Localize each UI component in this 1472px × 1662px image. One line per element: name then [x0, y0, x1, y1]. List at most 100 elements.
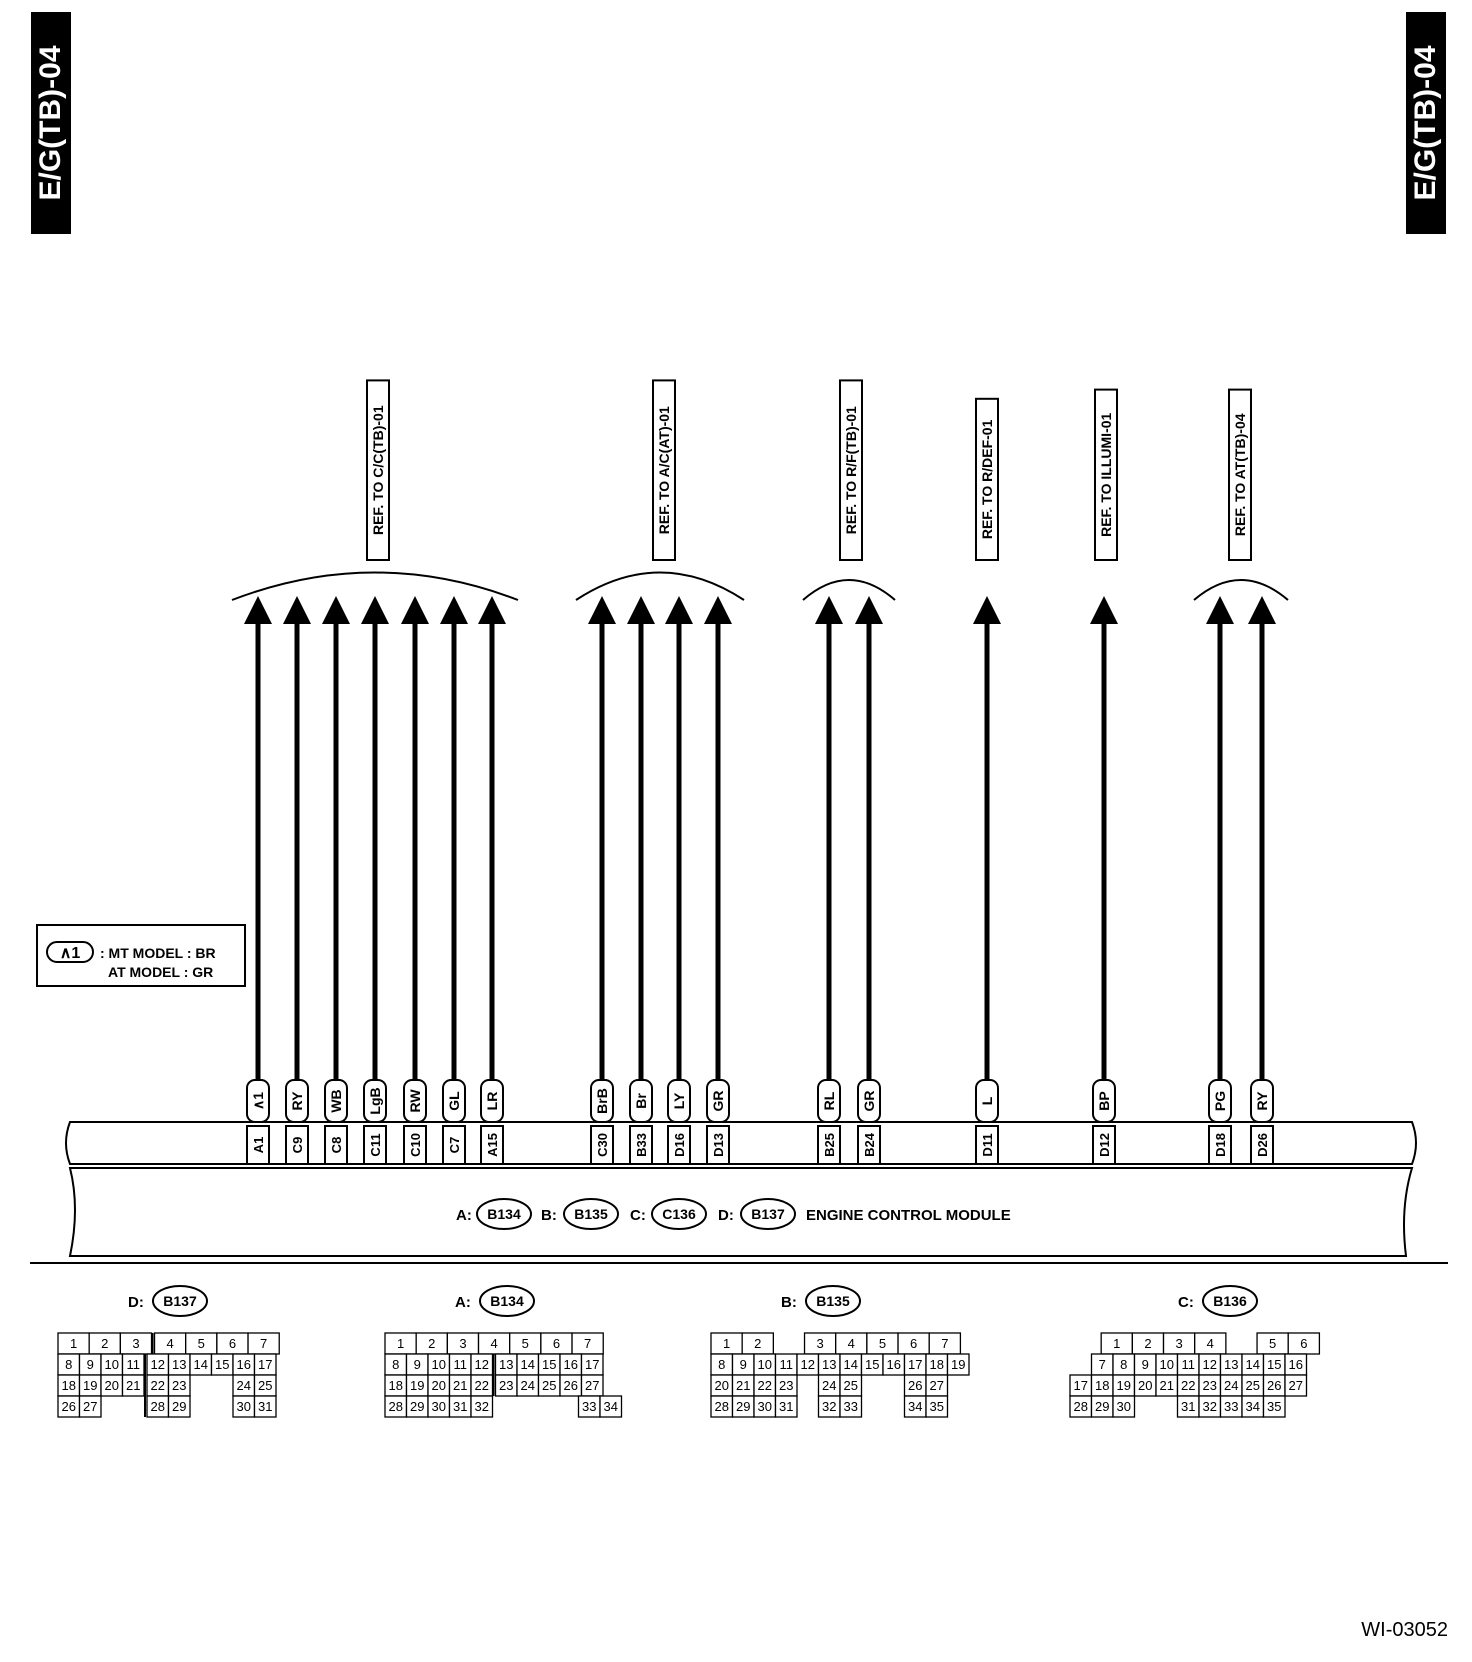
connector-prefix-3: C: [1178, 1294, 1194, 1311]
pin-number-B136-13: 13 [1224, 1357, 1238, 1372]
pin-number-B135-26: 26 [908, 1378, 922, 1393]
pin-number-B137-27: 27 [83, 1399, 97, 1414]
pin-number-B137-1: 1 [70, 1336, 77, 1351]
pin-number-B134-33: 33 [582, 1399, 596, 1414]
pin-number-B137-5: 5 [198, 1336, 205, 1351]
arrow-head [478, 596, 506, 624]
page-tab-left: E/G(TB)-04 [31, 12, 71, 234]
pin-number-B137-31: 31 [258, 1399, 272, 1414]
module-prefix-2: C: [630, 1207, 646, 1224]
pin-number-B134-12: 12 [475, 1357, 489, 1372]
pin-number-B137-10: 10 [105, 1357, 119, 1372]
pin-number-B135-15: 15 [865, 1357, 879, 1372]
pin-number-B134-10: 10 [432, 1357, 446, 1372]
pin-number-B135-10: 10 [758, 1357, 772, 1372]
pin-box [706, 1125, 730, 1165]
pin-cell [167, 1395, 191, 1418]
module-connector-oval [476, 1198, 532, 1230]
module-connector-1: B135 [574, 1206, 608, 1222]
wire-color-D26: RY [1254, 1091, 1270, 1111]
pin-number-B136-8: 8 [1120, 1357, 1127, 1372]
pin-number-B134-23: 23 [499, 1378, 513, 1393]
pin-number-B135-21: 21 [736, 1378, 750, 1393]
pin-number-B136-33: 33 [1224, 1399, 1238, 1414]
pin-label-B33: B33 [634, 1133, 649, 1157]
ref-label-3: REF. TO R/F(TB)-01 [839, 379, 863, 561]
pin-box [1208, 1125, 1232, 1165]
pin-number-B136-12: 12 [1203, 1357, 1217, 1372]
pin-number-B136-3: 3 [1175, 1336, 1182, 1351]
wire-color-box [480, 1079, 504, 1123]
ref-text-1: REF. TO C/C(TB)-01 [370, 405, 386, 535]
arrow-head [322, 596, 350, 624]
connector-prefix-0: D: [128, 1294, 144, 1311]
pin-label-B25: B25 [822, 1133, 837, 1157]
arrow-head [665, 596, 693, 624]
pin-box [817, 1125, 841, 1165]
pin-number-B137-22: 22 [151, 1378, 165, 1393]
module-connector-2: C136 [662, 1206, 696, 1222]
pin-number-B136-19: 19 [1117, 1378, 1131, 1393]
pin-cell [253, 1395, 277, 1418]
pin-number-B134-22: 22 [475, 1378, 489, 1393]
pin-number-B136-35: 35 [1267, 1399, 1281, 1414]
pin-number-B137-20: 20 [105, 1378, 119, 1393]
wire-color-D12: BP [1096, 1091, 1112, 1110]
wire-color-B25: RL [821, 1091, 837, 1110]
group-brace-6 [1193, 579, 1289, 601]
ref-label-5: REF. TO ILLUMI-01 [1094, 388, 1118, 561]
pin-number-B135-6: 6 [910, 1336, 917, 1351]
pin-box [1250, 1125, 1274, 1165]
arrow-head [855, 596, 883, 624]
pin-number-B135-23: 23 [779, 1378, 793, 1393]
wire-color-C9: RY [289, 1091, 305, 1111]
pin-number-B136-2: 2 [1144, 1336, 1151, 1351]
pin-box [285, 1125, 309, 1165]
pin-number-B134-26: 26 [564, 1378, 578, 1393]
pin-number-B136-34: 34 [1246, 1399, 1260, 1414]
wire-color-box [442, 1079, 466, 1123]
pin-number-B136-9: 9 [1142, 1357, 1149, 1372]
arrow-head [401, 596, 429, 624]
pin-number-B134-28: 28 [389, 1399, 403, 1414]
wire-color-box [1250, 1079, 1274, 1123]
wire-color-C30: BrB [594, 1088, 610, 1114]
pin-number-B135-34: 34 [908, 1399, 922, 1414]
pin-number-B135-12: 12 [801, 1357, 815, 1372]
ref-text-5: REF. TO ILLUMI-01 [1098, 412, 1114, 536]
wire-color-D13: GR [710, 1091, 726, 1112]
wire-color-box [1208, 1079, 1232, 1123]
pin-cell [925, 1395, 949, 1418]
pin-number-B134-17: 17 [585, 1357, 599, 1372]
pin-label-B24: B24 [862, 1132, 877, 1157]
pin-label-C10: C10 [408, 1133, 423, 1157]
module-connector-oval [740, 1198, 796, 1230]
wire-color-box [285, 1079, 309, 1123]
pin-number-B137-13: 13 [172, 1357, 186, 1372]
arrow-head [973, 596, 1001, 624]
arrow-head [1248, 596, 1276, 624]
arrow-head [588, 596, 616, 624]
page-tab-right: E/G(TB)-04 [1406, 12, 1446, 234]
pin-number-B137-15: 15 [215, 1357, 229, 1372]
pin-number-B137-16: 16 [237, 1357, 251, 1372]
wire-color-box [403, 1079, 427, 1123]
pin-number-B135-31: 31 [779, 1399, 793, 1414]
pin-number-B135-19: 19 [951, 1357, 965, 1372]
wire-color-C8: WB [328, 1089, 344, 1112]
pin-number-B137-30: 30 [237, 1399, 251, 1414]
pin-number-B134-20: 20 [432, 1378, 446, 1393]
pin-number-B136-30: 30 [1117, 1399, 1131, 1414]
pin-number-B134-27: 27 [585, 1378, 599, 1393]
pin-number-B135-35: 35 [930, 1399, 944, 1414]
